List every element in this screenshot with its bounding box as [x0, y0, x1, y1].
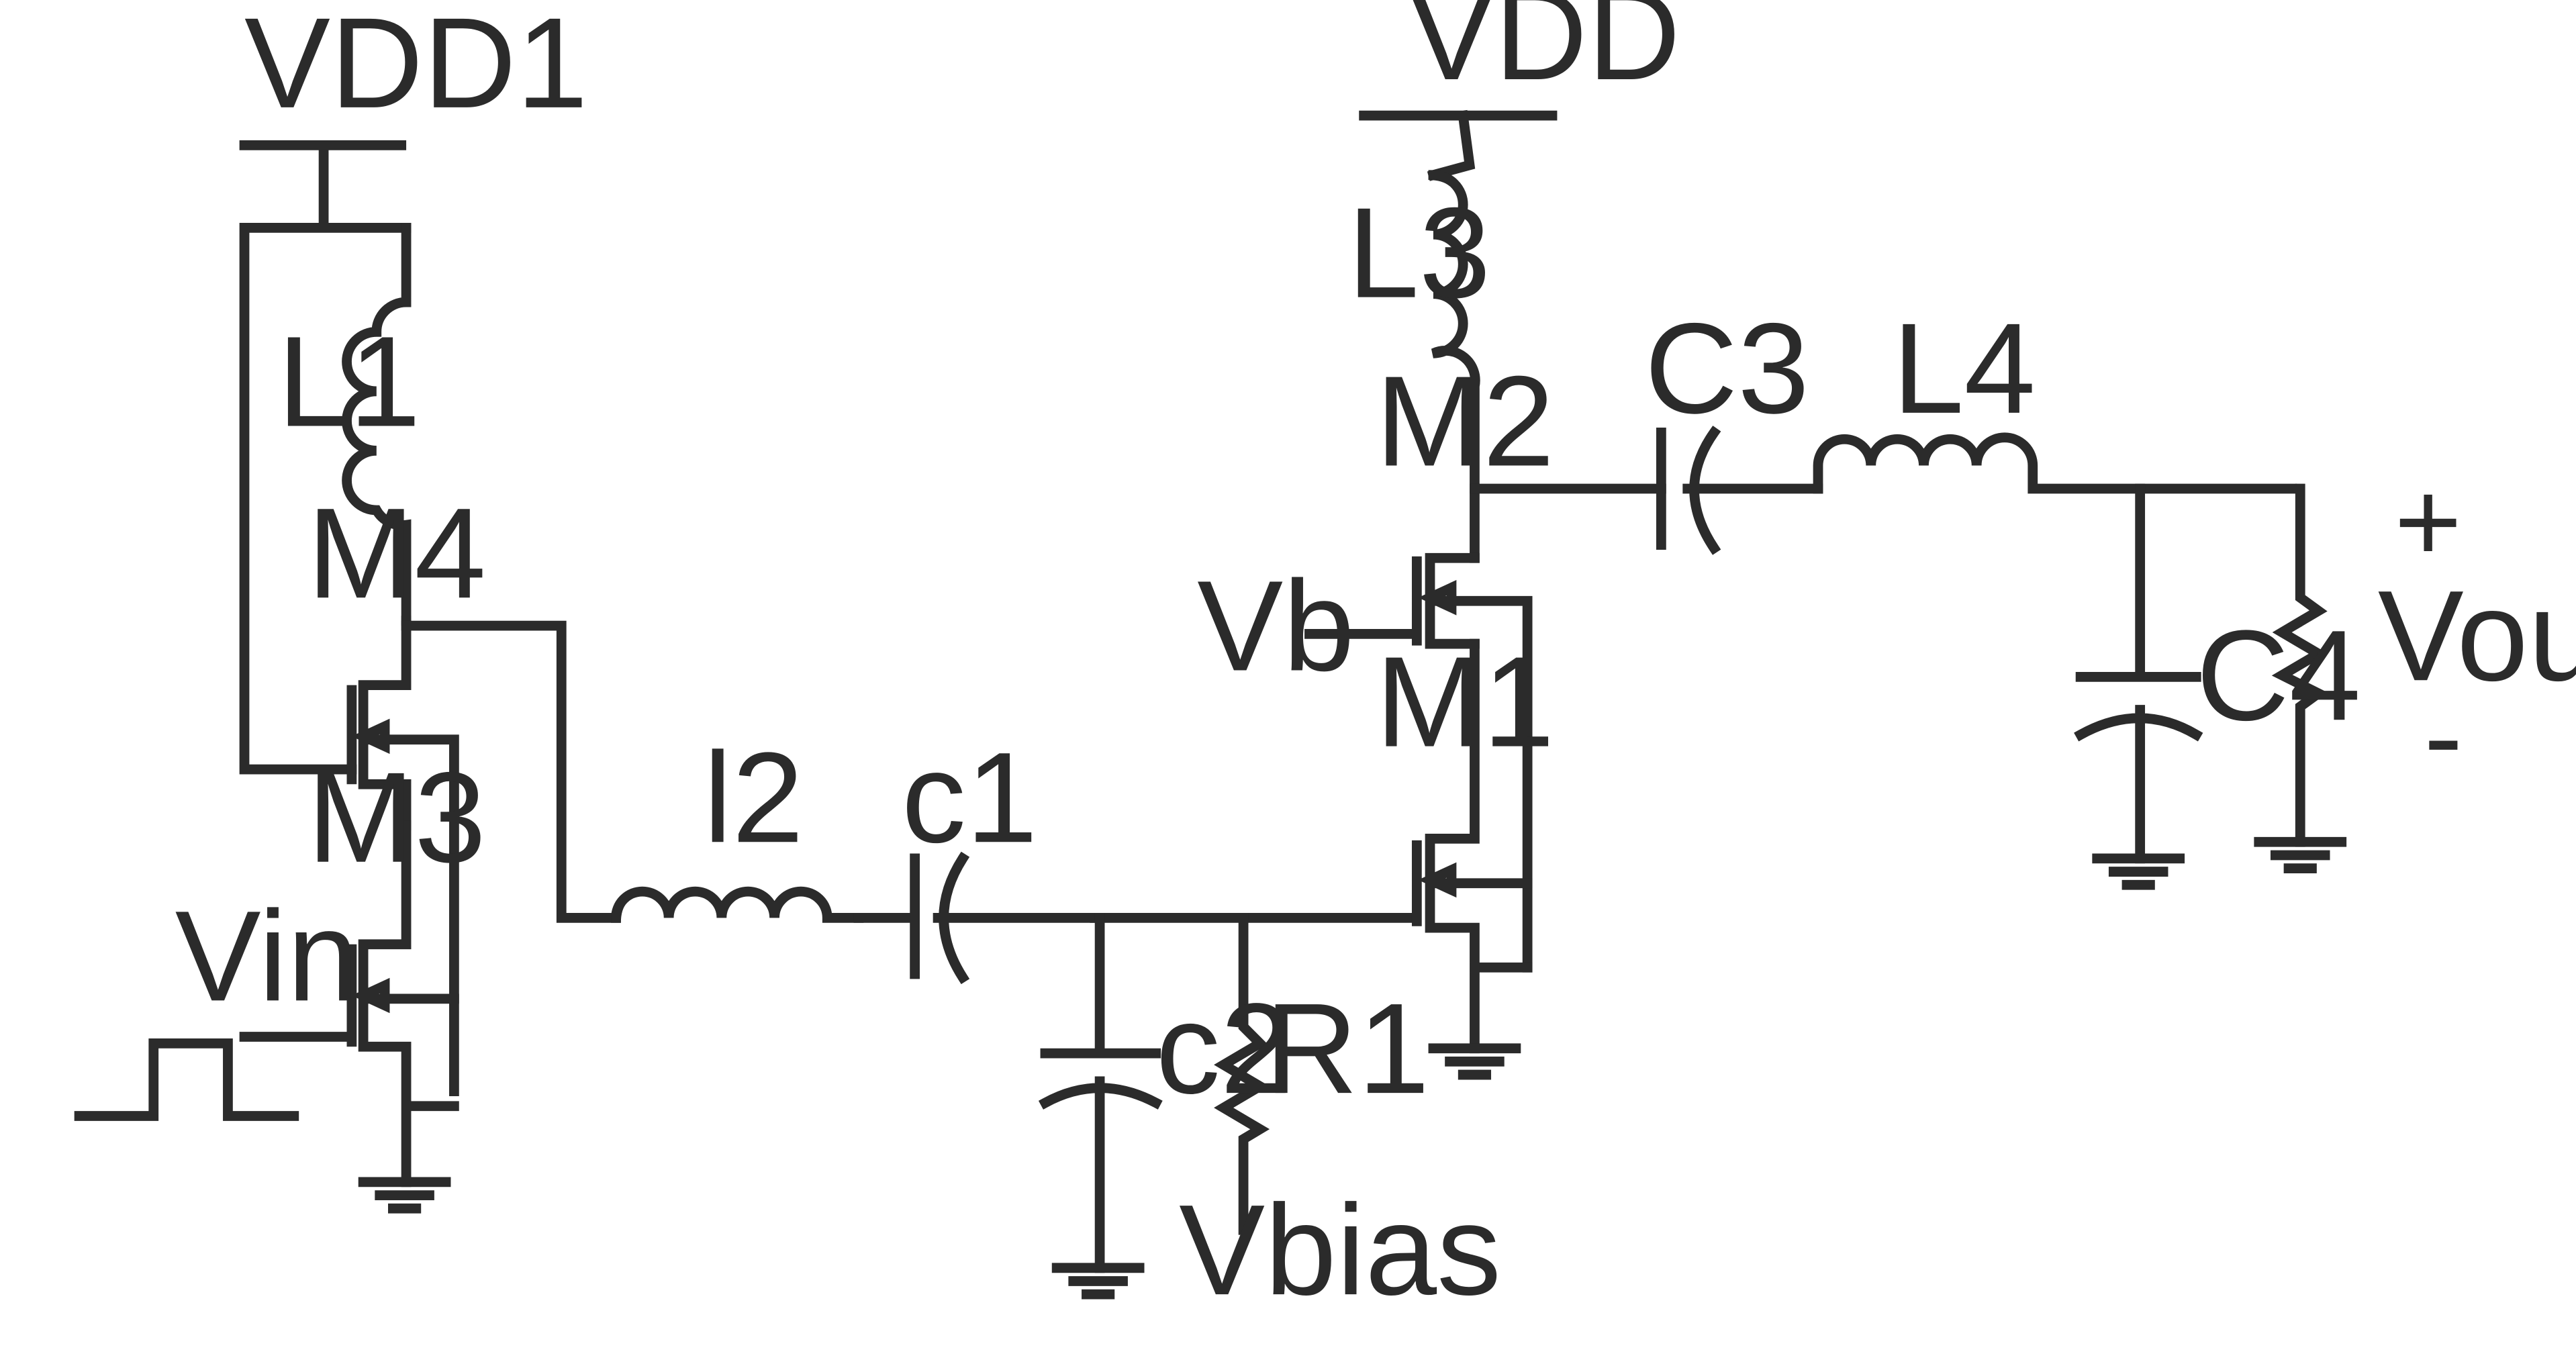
left-driver-stage — [74, 140, 1100, 1214]
label-l3: L3 — [1347, 181, 1490, 325]
label-m1: M1 — [1376, 630, 1554, 774]
label-m3: M3 — [307, 745, 485, 889]
ground-left — [358, 1177, 451, 1214]
inductor-l2 — [611, 886, 864, 923]
label-vout-plus: + — [2394, 457, 2462, 586]
capacitor-c2 — [1038, 913, 1163, 1273]
label-vb: Vb — [1197, 554, 1355, 698]
label-c4: C4 — [2196, 603, 2360, 747]
transistor-m4 — [346, 616, 459, 1097]
label-r1: R1 — [1265, 976, 1429, 1120]
ground-c2 — [1051, 1263, 1145, 1300]
label-l1: L1 — [277, 309, 420, 454]
capacitor-c4 — [2074, 483, 2203, 864]
label-vout: Vout — [2378, 563, 2576, 708]
input-pulse-waveform — [74, 1038, 299, 1121]
label-vdd1: VDD1 — [244, 0, 588, 135]
label-c2: c2 — [1156, 976, 1292, 1120]
label-vout-minus: - — [2424, 672, 2463, 801]
capacitor-c1 — [853, 851, 1100, 985]
pa-core — [1304, 109, 2347, 1080]
ground-c4 — [2092, 853, 2185, 890]
label-l2: l2 — [704, 725, 804, 869]
vdd-rail — [1359, 109, 1558, 181]
inductor-l4 — [1813, 432, 2297, 494]
label-l4: L4 — [1893, 296, 2036, 440]
wire-m4-to-l2 — [401, 620, 621, 923]
ground-m1 — [1428, 1043, 1521, 1080]
capacitor-c3 — [1656, 426, 1823, 555]
labels: VDD1 VDD L1 M4 M3 Vin l2 c1 c2 R1 Vbias … — [175, 0, 2576, 1322]
bias-network — [1038, 913, 1419, 1300]
label-c1: c1 — [902, 725, 1038, 869]
inductor-l3 — [1428, 170, 1480, 563]
resistor-r1 — [1214, 913, 1270, 1235]
label-m4: M4 — [307, 481, 485, 625]
label-c3: C3 — [1645, 296, 1809, 440]
resistor-load — [2271, 483, 2328, 847]
label-m2: M2 — [1376, 349, 1554, 493]
transistor-m3 — [239, 820, 459, 1187]
vdd1-rail — [239, 140, 412, 775]
transistor-m1 — [1411, 638, 1533, 1054]
label-vin: Vin — [175, 883, 359, 1028]
label-vbias: Vbias — [1179, 1177, 1501, 1322]
label-vdd: VDD — [1409, 0, 1680, 107]
ground-load — [2254, 836, 2347, 874]
inductor-l1 — [342, 223, 412, 626]
transistor-m2 — [1304, 552, 1533, 973]
